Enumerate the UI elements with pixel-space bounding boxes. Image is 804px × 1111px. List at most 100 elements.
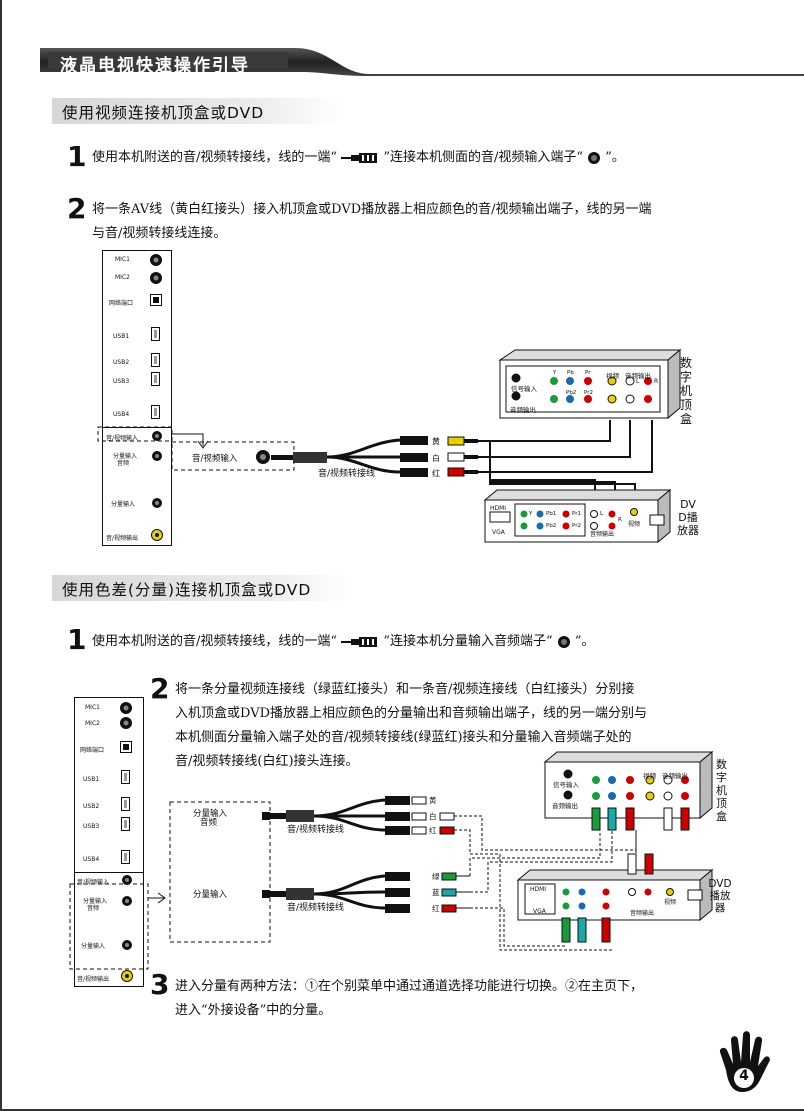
stb1-audio-out2: 音频输出 bbox=[625, 372, 651, 380]
section2-step1-text-b: ”连接本机分量输入音频端子“ bbox=[383, 634, 553, 649]
panel2-comp-audio-jack-icon bbox=[122, 896, 132, 906]
section2-title-bar: 使用色差(分量)连接机顶盒或DVD bbox=[52, 575, 352, 601]
header-banner: 液晶电视快速操作引导 bbox=[0, 40, 804, 80]
panel1-av-in-jack-icon bbox=[152, 431, 162, 441]
panel1-comp-in-label: 分量输入 bbox=[111, 501, 136, 508]
panel2-av-out-label: 音/视频输出 bbox=[77, 976, 110, 983]
panel2-divider bbox=[75, 872, 143, 873]
panel1-mic1-jack-icon bbox=[150, 254, 162, 266]
panel2-mic1-label: MIC1 bbox=[85, 704, 100, 711]
panel2-mic2-jack-icon bbox=[120, 717, 132, 729]
panel2-usb1-label: USB1 bbox=[83, 776, 100, 783]
panel2-av-in-label: 音/视频输入 bbox=[77, 879, 110, 886]
section1-step1-number: 1 bbox=[67, 140, 87, 173]
section1-step1-text-b: ”连接本机侧面的音/视频输入端子“ bbox=[383, 150, 583, 165]
section2-title: 使用色差(分量)连接机顶盒或DVD bbox=[62, 581, 312, 599]
diagram2-yellow-label: 黄 bbox=[429, 796, 437, 805]
section2-step2-line2: 入机顶盒或DVD播放器上相应颜色的分量输出和音频输出端子，线的另一端分别与 bbox=[175, 706, 648, 721]
section2-step2-line3: 本机侧面分量输入端子处的音/视频转接线(绿蓝红)接头和分量输入音频端子处的 bbox=[175, 730, 632, 745]
panel2-av-in-jack-icon bbox=[122, 875, 132, 885]
section2-step1-text-a: 使用本机附送的音/视频转接线，线的一端“ bbox=[92, 634, 338, 649]
section2-step2-line1: 将一条分量视频连接线（绿蓝红接头）和一条音/视频连接线（白红接头）分别接 bbox=[175, 682, 635, 697]
panel1-comp-in-jack-icon bbox=[152, 498, 162, 508]
diagram1-wiring bbox=[97, 348, 682, 544]
panel2-comp-in-label: 分量输入 bbox=[81, 943, 106, 950]
section1-step2-line2: 与音/视频转接线连接。 bbox=[92, 226, 227, 241]
section1-step2-number: 2 bbox=[67, 192, 87, 225]
panel2-ethernet-port-icon bbox=[120, 741, 132, 753]
panel2-usb2-port-icon bbox=[121, 797, 130, 811]
panel1-usb4-port-icon bbox=[151, 405, 160, 419]
stb2-signal-in: 信号输入 bbox=[553, 781, 579, 789]
tv-side-panel-1: MIC1 MIC2 网络端口 USB1 USB2 USB3 USB4 音/视频输… bbox=[102, 250, 172, 546]
stb1-pr2: Pr2 bbox=[584, 390, 593, 396]
panel1-usb3-label: USB3 bbox=[113, 378, 130, 385]
stb2-video: 视频 bbox=[643, 772, 656, 780]
panel2-mic1-jack-icon bbox=[120, 702, 132, 714]
panel2-usb4-port-icon bbox=[121, 850, 130, 864]
panel1-ethernet-port-icon bbox=[150, 294, 162, 306]
section1-step1-text: 使用本机附送的音/视频转接线，线的一端“ ”连接本机侧面的音/视频输入端子“ ”… bbox=[92, 146, 625, 170]
panel1-comp-audio-jack-icon bbox=[152, 451, 162, 461]
panel1-mic1-label: MIC1 bbox=[115, 256, 130, 263]
panel1-comp-audio-label1: 分量输入 bbox=[113, 453, 138, 460]
dvd1-vga: VGA bbox=[492, 529, 505, 536]
panel2-usb2-label: USB2 bbox=[83, 803, 100, 810]
diagram1-yellow-label: 黄 bbox=[432, 437, 440, 446]
panel1-usb2-label: USB2 bbox=[113, 359, 130, 366]
panel2-usb3-label: USB3 bbox=[83, 823, 100, 830]
panel1-av-out-jack-icon bbox=[151, 529, 163, 541]
diagram2-red-label: 红 bbox=[429, 826, 437, 835]
tv-side-panel-2: MIC1 MIC2 网络端口 USB1 USB2 USB3 USB4 音/视频输… bbox=[74, 697, 144, 987]
section2-step1-text-c: ”。 bbox=[574, 634, 595, 649]
stb2-audio-out2: 音频输出 bbox=[662, 772, 688, 780]
section2-step1-text: 使用本机附送的音/视频转接线，线的一端“ ”连接本机分量输入音频端子“ ”。 bbox=[92, 630, 595, 654]
dvd1-audio-out: 音频输出 bbox=[590, 531, 615, 538]
dvd2-name: DVD播放器 bbox=[708, 878, 732, 914]
section2-step2-number: 2 bbox=[150, 672, 170, 705]
dvd1-video: 视频 bbox=[628, 521, 641, 528]
av-cable-plug-icon-2 bbox=[341, 636, 378, 647]
section2-step3-line1: 进入分量有两种方法：①在个别菜单中通过通道选择功能进行切换。②在主页下， bbox=[175, 979, 644, 994]
dvd1-pr2: Pr2 bbox=[572, 523, 581, 529]
stb1-r: R bbox=[654, 378, 659, 385]
diagram1-cable-label: 音/视频转接线 bbox=[318, 469, 376, 479]
stb1-y: Y bbox=[553, 370, 557, 376]
panel1-usb4-label: USB4 bbox=[113, 411, 130, 418]
dvd2-vga: VGA bbox=[533, 908, 546, 915]
stb2-audio-out: 音频输出 bbox=[552, 802, 578, 810]
section1-title-bar: 使用视频连接机顶盒或DVD bbox=[52, 98, 342, 124]
panel2-mic2-label: MIC2 bbox=[85, 720, 100, 727]
dvd1-pr1: Pr1 bbox=[572, 511, 581, 517]
panel2-usb1-port-icon bbox=[121, 770, 130, 784]
panel2-comp-audio-label2: 音频 bbox=[87, 905, 100, 912]
section2-step3-line2: 进入“外接设备”中的分量。 bbox=[175, 1003, 332, 1018]
stb1-audio-out: 音频输出 bbox=[510, 406, 536, 414]
diagram2-cable1-label: 音/视频转接线 bbox=[287, 825, 345, 835]
panel1-av-in-label: 音/视频输入 bbox=[106, 435, 139, 442]
stb1-pb2: Pb2 bbox=[566, 390, 577, 396]
dvd1-y: Y bbox=[529, 511, 533, 517]
diagram1-red-label: 红 bbox=[432, 469, 440, 478]
panel2-comp-audio-label1: 分量输入 bbox=[83, 898, 108, 905]
diagram2-red2-label: 红 bbox=[432, 904, 440, 913]
panel1-net-label: 网络端口 bbox=[109, 300, 134, 307]
panel2-usb4-label: USB4 bbox=[83, 856, 100, 863]
hand-page-badge-icon bbox=[719, 1031, 770, 1092]
section1-step1-text-a: 使用本机附送的音/视频转接线，线的一端“ bbox=[92, 150, 338, 165]
section2-step3-number: 3 bbox=[150, 968, 170, 1001]
stb2-name: 数字机顶盒 bbox=[716, 758, 727, 823]
section1-step2-text: 将一条AV线（黄白红接头）接入机顶盒或DVD播放器上相应颜色的音/视频输出端子，… bbox=[92, 198, 772, 246]
panel1-usb1-label: USB1 bbox=[113, 333, 130, 340]
diagram2-box1-label1: 分量输入 bbox=[193, 809, 228, 819]
stb1-pr: Pr bbox=[585, 370, 591, 376]
diagram2-cable2-label: 音/视频转接线 bbox=[287, 903, 345, 913]
section1-step1-text-c: ”。 bbox=[605, 150, 625, 165]
stb1-video: 视频 bbox=[606, 372, 619, 380]
dvd1-name: DVD播放器 bbox=[677, 498, 699, 537]
stb1-name: 数字机顶盒 bbox=[680, 356, 693, 426]
stb1-pb: Pb bbox=[567, 370, 574, 376]
dvd1-l: L bbox=[600, 511, 604, 517]
diagram1-white-label: 白 bbox=[432, 454, 440, 463]
section1-title: 使用视频连接机顶盒或DVD bbox=[62, 104, 265, 122]
